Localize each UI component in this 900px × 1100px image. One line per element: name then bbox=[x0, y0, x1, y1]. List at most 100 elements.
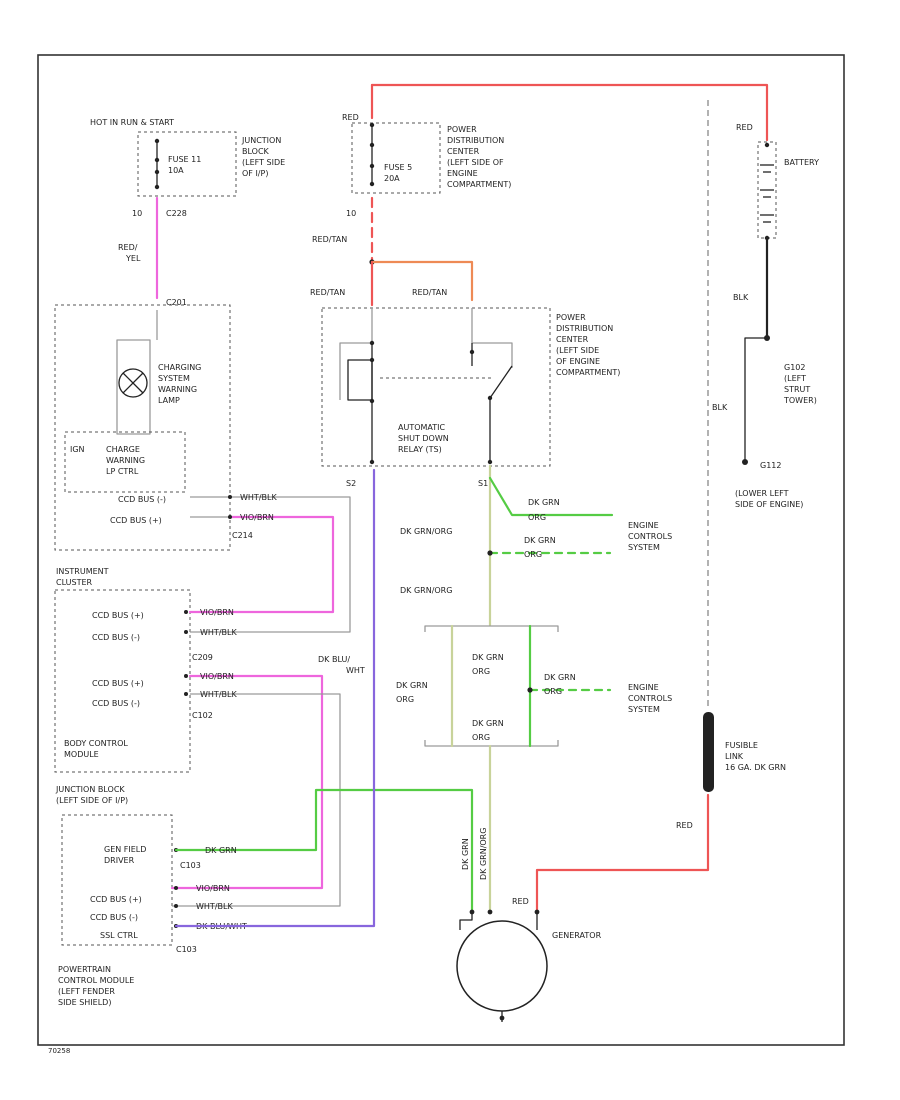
engine-controls-2-label: ENGINE CONTROLS SYSTEM bbox=[628, 683, 672, 714]
wire-label-vio-1: VIO/BRN bbox=[240, 513, 274, 522]
svg-text:SIDE OF ENGINE): SIDE OF ENGINE) bbox=[735, 500, 803, 509]
svg-text:ENGINE: ENGINE bbox=[447, 169, 478, 178]
wire-label-wht-blk-1: WHT/BLK bbox=[240, 493, 277, 502]
figure-code: 70258 bbox=[48, 1047, 70, 1055]
ign-label: IGN bbox=[70, 445, 85, 454]
svg-text:BLOCK: BLOCK bbox=[242, 147, 270, 156]
pdc-fuse-box bbox=[351, 122, 441, 194]
vertical-wire-labels: DK GRN DK GRN/ORG bbox=[461, 828, 488, 880]
c228-label: C228 bbox=[166, 209, 187, 218]
wire-red-gen bbox=[535, 793, 710, 912]
pin-10-label: 10 bbox=[346, 209, 356, 218]
red-batt-label: RED bbox=[736, 123, 753, 132]
junction-block-1 bbox=[137, 131, 237, 197]
splice-dk-grn-1 bbox=[487, 550, 493, 556]
pdc-1-label: POWER DISTRIBUTION CENTER (LEFT SIDE OF … bbox=[447, 125, 511, 189]
engine-controls-1-label: ENGINE CONTROLS SYSTEM bbox=[628, 521, 672, 552]
splice-bar bbox=[424, 624, 612, 748]
gen-field-driver-label: GEN FIELD DRIVER bbox=[104, 845, 146, 865]
wire-label-dk-grn: DK GRN bbox=[205, 846, 237, 855]
svg-text:DK GRN: DK GRN bbox=[461, 838, 470, 870]
svg-text:CONTROLS: CONTROLS bbox=[628, 532, 672, 541]
svg-text:CHARGING: CHARGING bbox=[158, 363, 201, 372]
svg-text:G102: G102 bbox=[784, 363, 805, 372]
svg-text:RELAY (TS): RELAY (TS) bbox=[398, 445, 442, 454]
svg-text:POWER: POWER bbox=[556, 313, 586, 322]
dk-grn-label-e: DK GRN ORG bbox=[544, 673, 576, 696]
c209-label: C209 bbox=[192, 653, 213, 662]
diagram-frame bbox=[37, 54, 845, 1046]
c103-label-2: C103 bbox=[176, 945, 197, 954]
ground-g102-label: G102 (LEFT STRUT TOWER) bbox=[783, 363, 817, 405]
ccd-bus-minus-3: CCD BUS (-) bbox=[92, 699, 140, 708]
svg-text:ORG: ORG bbox=[396, 695, 414, 704]
ccd-bus-minus-2: CCD BUS (-) bbox=[92, 633, 140, 642]
pcm-label: POWERTRAIN CONTROL MODULE (LEFT FENDER S… bbox=[58, 965, 134, 1007]
junction-block-1-label: JUNCTION BLOCK (LEFT SIDE OF I/P) bbox=[241, 136, 285, 178]
hot-header-label: HOT IN RUN & START bbox=[90, 118, 174, 127]
red-tan-label-2: RED/TAN bbox=[310, 288, 345, 297]
svg-text:JUNCTION: JUNCTION bbox=[241, 136, 281, 145]
red-tan-label-1: RED/TAN bbox=[312, 235, 347, 244]
svg-text:(LEFT SIDE OF I/P): (LEFT SIDE OF I/P) bbox=[56, 796, 128, 805]
c214-label: C214 bbox=[232, 531, 253, 540]
svg-text:WARNING: WARNING bbox=[106, 456, 145, 465]
wire-label-vio-4: VIO/BRN bbox=[196, 884, 230, 893]
instrument-cluster-module bbox=[54, 304, 231, 551]
dk-grn-label-c: DK GRN ORG bbox=[396, 681, 428, 704]
svg-text:DK GRN: DK GRN bbox=[472, 653, 504, 662]
generator: GENERATOR bbox=[456, 909, 602, 1022]
svg-text:JUNCTION BLOCK: JUNCTION BLOCK bbox=[55, 785, 125, 794]
terminal-label-s2: S2 bbox=[346, 479, 356, 488]
svg-text:ORG: ORG bbox=[472, 667, 490, 676]
svg-text:MODULE: MODULE bbox=[64, 750, 99, 759]
svg-text:DK GRN/ORG: DK GRN/ORG bbox=[479, 828, 488, 880]
svg-text:(LEFT SIDE: (LEFT SIDE bbox=[242, 158, 285, 167]
dk-grn-label-d: DK GRN ORG bbox=[472, 653, 504, 676]
svg-text:CHARGE: CHARGE bbox=[106, 445, 140, 454]
ccd-bus-plus-1: CCD BUS (+) bbox=[110, 516, 162, 525]
svg-text:CENTER: CENTER bbox=[447, 147, 480, 156]
svg-text:DRIVER: DRIVER bbox=[104, 856, 135, 865]
svg-text:ENGINE: ENGINE bbox=[628, 521, 659, 530]
wire-label-wht-blk-2: WHT/BLK bbox=[200, 628, 237, 637]
svg-text:BODY CONTROL: BODY CONTROL bbox=[64, 739, 128, 748]
dk-blu-label: DK BLU/ WHT bbox=[318, 655, 365, 675]
svg-text:DK GRN: DK GRN bbox=[472, 719, 504, 728]
svg-text:SHUT DOWN: SHUT DOWN bbox=[398, 434, 449, 443]
svg-text:POWER: POWER bbox=[447, 125, 477, 134]
svg-text:OF I/P): OF I/P) bbox=[242, 169, 268, 178]
svg-text:YEL: YEL bbox=[125, 254, 141, 263]
red-right-label: RED bbox=[676, 821, 693, 830]
fuse-11: FUSE 11 10A bbox=[154, 138, 201, 190]
svg-text:DISTRIBUTION: DISTRIBUTION bbox=[447, 136, 504, 145]
ccd-bus-plus-2: CCD BUS (+) bbox=[92, 611, 144, 620]
lower-left-label: (LOWER LEFT SIDE OF ENGINE) bbox=[735, 489, 803, 509]
ccd-bus-plus-3: CCD BUS (+) bbox=[92, 679, 144, 688]
svg-text:ORG: ORG bbox=[524, 550, 542, 559]
ssl-ctrl-label: SSL CTRL bbox=[100, 931, 138, 940]
ccd-bus-minus-1: CCD BUS (-) bbox=[118, 495, 166, 504]
svg-text:SYSTEM: SYSTEM bbox=[158, 374, 190, 383]
c102-label: C102 bbox=[192, 711, 213, 720]
svg-text:ENGINE: ENGINE bbox=[628, 683, 659, 692]
svg-text:ORG: ORG bbox=[528, 513, 546, 522]
body-control-label: BODY CONTROL MODULE bbox=[64, 739, 128, 759]
wire-label-vio-2: VIO/BRN bbox=[200, 608, 234, 617]
svg-text:16 GA. DK GRN: 16 GA. DK GRN bbox=[725, 763, 786, 772]
svg-text:DK GRN: DK GRN bbox=[524, 536, 556, 545]
svg-text:LINK: LINK bbox=[725, 752, 744, 761]
red-top-label: RED bbox=[342, 113, 359, 122]
svg-text:OF ENGINE: OF ENGINE bbox=[556, 357, 600, 366]
svg-text:CLUSTER: CLUSTER bbox=[56, 578, 93, 587]
dk-grn-org-label-2: DK GRN/ORG bbox=[400, 586, 452, 595]
c103-label-1: C103 bbox=[180, 861, 201, 870]
ground-g112 bbox=[742, 459, 748, 465]
svg-text:WARNING: WARNING bbox=[158, 385, 197, 394]
svg-text:SIDE SHIELD): SIDE SHIELD) bbox=[58, 998, 111, 1007]
ccd-bus-minus-4: CCD BUS (-) bbox=[90, 913, 138, 922]
junction-block-2-label: JUNCTION BLOCK (LEFT SIDE OF I/P) bbox=[55, 785, 128, 805]
dk-grn-label-a: DK GRN ORG bbox=[528, 498, 560, 522]
g112-label: G112 bbox=[760, 461, 781, 470]
